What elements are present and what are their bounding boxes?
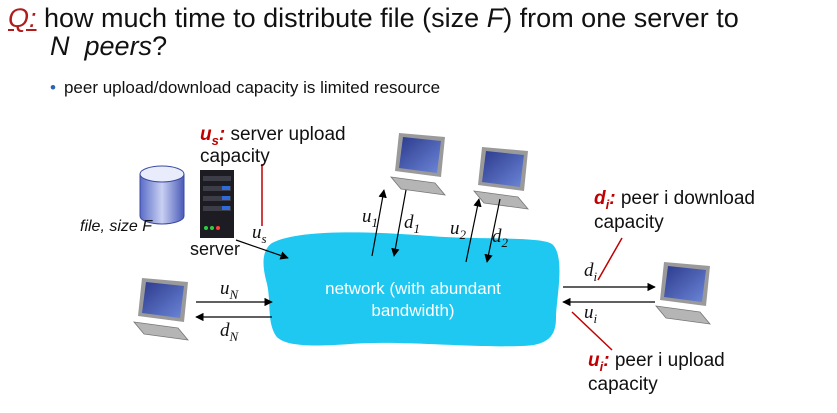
ui-annotation-var: ui: — [588, 350, 610, 374]
link-label-us: us — [252, 222, 267, 246]
question-var-f: F — [486, 3, 504, 33]
us-annotation-text: server upload — [230, 124, 346, 145]
database-icon — [139, 165, 185, 225]
computer-icon-peeri — [655, 262, 711, 325]
network-label-line1: network (with abundant — [325, 279, 501, 298]
ui-annotation-text: peer i upload — [614, 350, 725, 371]
upload-annotation-line2: capacity — [588, 374, 658, 395]
question-line-1: Q: how much time to distribute file (siz… — [8, 2, 739, 34]
download-annotation-line2: capacity — [594, 212, 664, 233]
us-annotation-var: us: — [200, 124, 226, 148]
di-annotation-var: di: — [594, 188, 616, 212]
server-upload-annotation-line2: capacity — [200, 146, 270, 167]
question-peers: peers — [84, 31, 153, 61]
link-label-u1: u1 — [362, 206, 378, 230]
peer1-download-arrow — [391, 189, 407, 257]
bullet-point: • peer upload/download capacity is limite… — [50, 78, 440, 98]
link-label-d1: d1 — [404, 212, 420, 236]
link-label-d2: d2 — [492, 226, 508, 250]
peer1-upload-arrow — [371, 189, 387, 257]
di-annotation-text: peer i download — [620, 188, 755, 209]
link-label-u2: u2 — [450, 218, 466, 242]
link-label-di: di — [584, 260, 598, 284]
server-upload-annotation: us: server upload — [200, 124, 346, 152]
question-line-2: N peers? — [50, 30, 167, 62]
server-upload-arrow — [235, 239, 289, 260]
question-text-end: ) from one server to — [503, 3, 739, 33]
computer-icon-peerN — [133, 278, 189, 341]
network-label: network (with abundant bandwidth) — [300, 278, 526, 322]
bullet-text: peer upload/download capacity is limited… — [63, 78, 441, 97]
question-prefix: Q: — [8, 3, 37, 33]
network-label-line2: bandwidth) — [371, 301, 455, 320]
ui-callout-line — [571, 311, 613, 351]
download-annotation: di: peer i download — [594, 188, 755, 216]
di-callout-line — [597, 237, 623, 281]
question-var-n: N — [50, 31, 70, 61]
link-label-dN: dN — [220, 320, 239, 344]
bullet-dot-icon: • — [50, 78, 56, 97]
computer-icon-peer2 — [473, 147, 529, 210]
upload-annotation: ui: peer i upload — [588, 350, 725, 378]
question-mark: ? — [152, 31, 168, 61]
question-text: how much time to distribute file (size — [36, 3, 487, 33]
server-label: server — [190, 239, 241, 259]
file-label: file, size F — [80, 218, 153, 235]
link-label-uN: uN — [220, 278, 239, 302]
link-label-ui: ui — [584, 302, 598, 326]
peer2-upload-arrow — [465, 198, 482, 263]
server-icon — [200, 170, 234, 238]
peer2-download-arrow — [484, 198, 501, 263]
computer-icon-peer1 — [390, 133, 446, 196]
